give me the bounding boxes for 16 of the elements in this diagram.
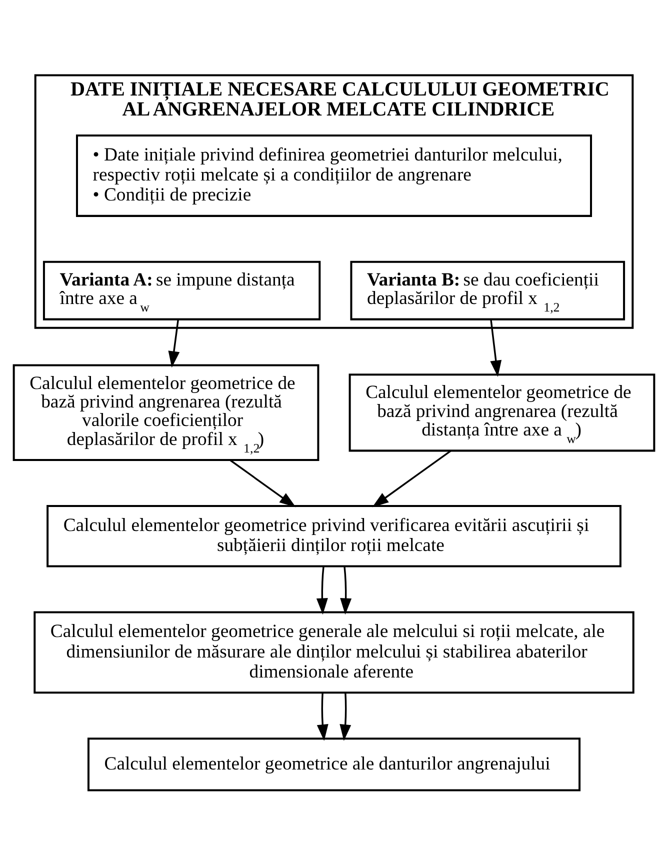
arrow	[340, 692, 352, 741]
arrow	[230, 460, 296, 508]
node-box: Varianta A: se impune distanța între axe a$_{w}$	[42, 260, 321, 320]
node-box: Calculul elementelor geometrice ale danturilor angrenajului	[87, 738, 581, 792]
node-box: Calculul elementelor geometrice de bază privind angrenarea (rezultă distanța între axe a$_{w}$)	[348, 374, 656, 452]
arrow	[490, 320, 502, 377]
node-box: Varianta B: se dau coeficienții deplasărilor de profil x$_{1,2}$	[350, 260, 626, 320]
node-box: Calculul elementelor geometrice privind verificarea evitării ascuțirii și subțăierii dinților roții melcate	[46, 504, 622, 568]
node-box: Calculul elementelor geometrice de bază privind angrenarea (rezultă valorile coeficienților deplasărilor de profil x$_{1,2}$)	[12, 364, 320, 462]
arrow	[340, 566, 352, 615]
node-box: • Date inițiale privind definirea geometriei danturilor melcului, respectiv roții melcate și a condițiilor de angrenare • Condiții de precizie	[76, 134, 592, 217]
arrow	[372, 450, 452, 508]
node-box: Calculul elementelor geometrice generale ale melcului si roții melcate, ale dimensiunilor de măsurare ale dinților melcului și stabilirea abaterilor dimensionale aferente	[34, 611, 634, 694]
arrow	[316, 566, 328, 615]
arrow	[168, 320, 180, 368]
arrow	[316, 692, 328, 741]
